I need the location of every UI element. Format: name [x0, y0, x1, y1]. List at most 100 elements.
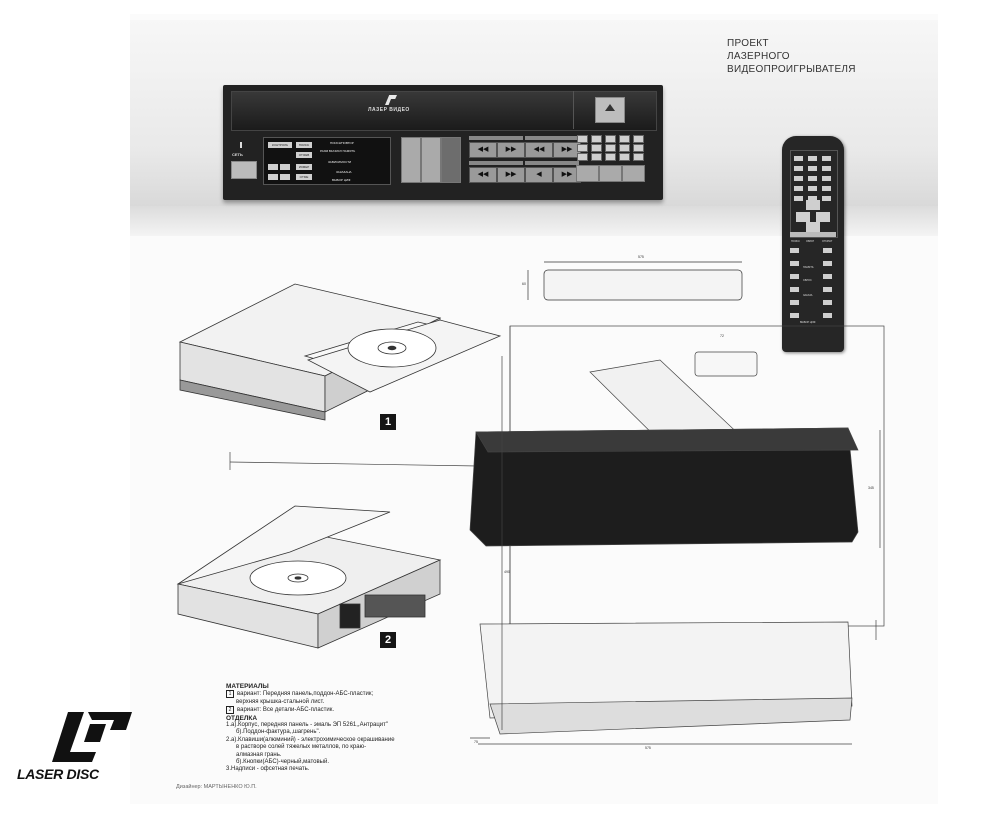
remote-number-key[interactable] — [794, 156, 803, 161]
display-text-5: ВЫБОР ЦИФ — [332, 178, 351, 182]
scan-back-button[interactable]: ◀◀ — [525, 142, 553, 158]
remote-side-key[interactable] — [790, 274, 799, 279]
finish-heading: ОТДЕЛКА — [226, 714, 258, 722]
remote-label-digit: ВЫБОР ЦИФ — [800, 321, 816, 324]
number-key[interactable] — [577, 135, 588, 143]
rewind-button[interactable]: ◀◀ — [469, 142, 497, 158]
remote-number-key[interactable] — [808, 166, 817, 171]
number-key[interactable] — [605, 153, 616, 161]
fast-forward-button[interactable]: ▶▶ — [497, 142, 525, 158]
display-key-measure[interactable]: ИЗМЕР — [296, 164, 312, 170]
remote-side-key[interactable] — [823, 261, 832, 266]
number-key[interactable] — [591, 144, 602, 152]
number-key[interactable] — [577, 144, 588, 152]
finish-line-6: б).Кнопки(АБС)-черный,матовый. — [236, 759, 329, 766]
variant-1-line-1: вариант: Передняя панель,поддон-АБС-плас… — [237, 691, 374, 698]
remote-number-key[interactable] — [808, 186, 817, 191]
remote-number-key[interactable] — [794, 186, 803, 191]
dimension-label-5: 490 — [504, 570, 510, 574]
remote-number-key[interactable] — [794, 166, 803, 171]
remote-number-key[interactable] — [808, 156, 817, 161]
remote-side-key[interactable] — [790, 287, 799, 292]
remote-number-key[interactable] — [822, 156, 831, 161]
figure-number-1: 1 — [380, 414, 396, 430]
remote-direction-key[interactable] — [806, 222, 820, 232]
display-key-c[interactable] — [268, 174, 278, 180]
remote-number-key[interactable] — [822, 186, 831, 191]
finish-line-5: алмазная грань. — [236, 751, 282, 758]
finish-line-3: 2.а).Клавиши(алюминий) - электрохимическ… — [226, 736, 395, 743]
number-key[interactable] — [633, 135, 644, 143]
display-key-review[interactable]: ОТЗЫВ — [296, 152, 312, 158]
remote-number-key[interactable] — [794, 176, 803, 181]
transport-strip-3 — [469, 161, 523, 165]
remote-side-key[interactable] — [823, 300, 832, 305]
display-text-2: РАЗМ ВЫЧИСЛ ПАМЯТЬ — [320, 149, 356, 153]
eject-button[interactable] — [595, 97, 625, 123]
remote-number-key[interactable] — [808, 196, 817, 201]
stop-button[interactable] — [421, 137, 441, 183]
pause-button[interactable] — [441, 137, 461, 183]
display-key-mark[interactable]: ОТМЕ — [296, 174, 312, 180]
player-brand: ЛАЗЕР ВИДЕО — [368, 107, 410, 113]
play-button[interactable] — [401, 137, 421, 183]
display-key-d[interactable] — [280, 174, 290, 180]
number-key[interactable] — [591, 153, 602, 161]
step-forward-button[interactable]: ▶▶ — [497, 167, 525, 183]
remote-label-open: ОТКРЫТ — [822, 240, 833, 243]
number-key[interactable] — [605, 135, 616, 143]
number-key[interactable] — [633, 153, 644, 161]
program-button-3[interactable] — [622, 165, 645, 182]
remote-side-key[interactable] — [790, 313, 799, 318]
program-button-2[interactable] — [599, 165, 622, 182]
power-button[interactable] — [231, 161, 257, 179]
number-key[interactable] — [619, 144, 630, 152]
remote-bar-1[interactable] — [790, 232, 836, 237]
chapter-back-button[interactable]: ◀ — [525, 167, 553, 183]
display-key-search[interactable]: ПОИСК — [296, 142, 312, 148]
remote-side-key[interactable] — [823, 287, 832, 292]
remote-number-key[interactable] — [794, 196, 803, 201]
remote-direction-key[interactable] — [806, 200, 820, 210]
power-label: СЕТЬ — [232, 152, 243, 157]
remote-side-key[interactable] — [823, 274, 832, 279]
number-key[interactable] — [619, 153, 630, 161]
remote-direction-key[interactable] — [796, 212, 810, 222]
remote-side-key[interactable] — [823, 313, 832, 318]
number-key[interactable] — [633, 144, 644, 152]
variant-2-box: 2 — [226, 706, 234, 715]
remote-direction-key[interactable] — [816, 212, 830, 222]
remote-side-key[interactable] — [790, 300, 799, 305]
variant-2-line-1: вариант: Все детали-АБС-пластик. — [237, 707, 335, 714]
remote-number-key[interactable] — [822, 166, 831, 171]
remote-side-key[interactable] — [790, 261, 799, 266]
remote-number-key[interactable] — [808, 176, 817, 181]
number-key[interactable] — [591, 135, 602, 143]
number-key[interactable] — [605, 144, 616, 152]
dimension-label-7: 75 — [474, 740, 478, 744]
variant-1-line-2: верхняя крышка-стальной лист. — [236, 698, 325, 705]
remote-label-reverse: ОБРАТ — [806, 240, 815, 243]
remote-side-key[interactable] — [823, 248, 832, 253]
remote-side-key[interactable] — [790, 248, 799, 253]
variant-1-box: 1 — [226, 690, 234, 699]
remote-number-key[interactable] — [822, 196, 831, 201]
figure-number-2: 2 — [380, 632, 396, 648]
number-key[interactable] — [577, 153, 588, 161]
display-key-b[interactable] — [280, 164, 290, 170]
display-text-3: ЗАВИСИМОСТИ — [328, 160, 352, 164]
materials-heading: МАТЕРИАЛЫ — [226, 683, 269, 690]
remote-label-reset: СБРОС — [803, 279, 812, 282]
display-key-control[interactable]: КОНТРОЛЬ — [268, 142, 292, 148]
display-key-a[interactable] — [268, 164, 278, 170]
orthographic-views — [229, 325, 885, 745]
display-text-1: ПОИСК/ПОВТОР — [330, 141, 354, 145]
title-line-3: ВИДЕОПРОИГРЫВАТЕЛЯ — [727, 64, 856, 75]
title-line-2: ЛАЗЕРНОГО — [727, 51, 790, 62]
program-button-1[interactable] — [576, 165, 599, 182]
step-back-button[interactable]: ◀◀ — [469, 167, 497, 183]
remote-number-key[interactable] — [822, 176, 831, 181]
finish-line-2: б).Поддон-фактура,,шагрень". — [236, 729, 321, 736]
number-key[interactable] — [619, 135, 630, 143]
